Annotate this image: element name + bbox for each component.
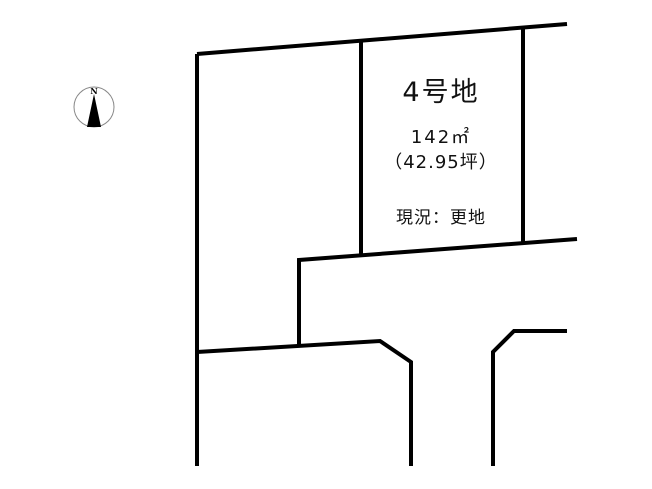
lot-number: 4号地	[402, 77, 480, 108]
lot-area: 142㎡	[410, 127, 472, 148]
lower-left-lot-line	[196, 338, 413, 466]
road-edge-line	[297, 237, 578, 345]
lot-status: 現況：更地	[396, 208, 486, 228]
lower-right-lot-line	[491, 329, 567, 466]
top-boundary-line	[196, 22, 568, 56]
north-arrow-icon: N	[73, 86, 115, 128]
lot-area-tsubo: （42.95坪）	[384, 152, 498, 173]
svg-text:N: N	[90, 86, 97, 96]
